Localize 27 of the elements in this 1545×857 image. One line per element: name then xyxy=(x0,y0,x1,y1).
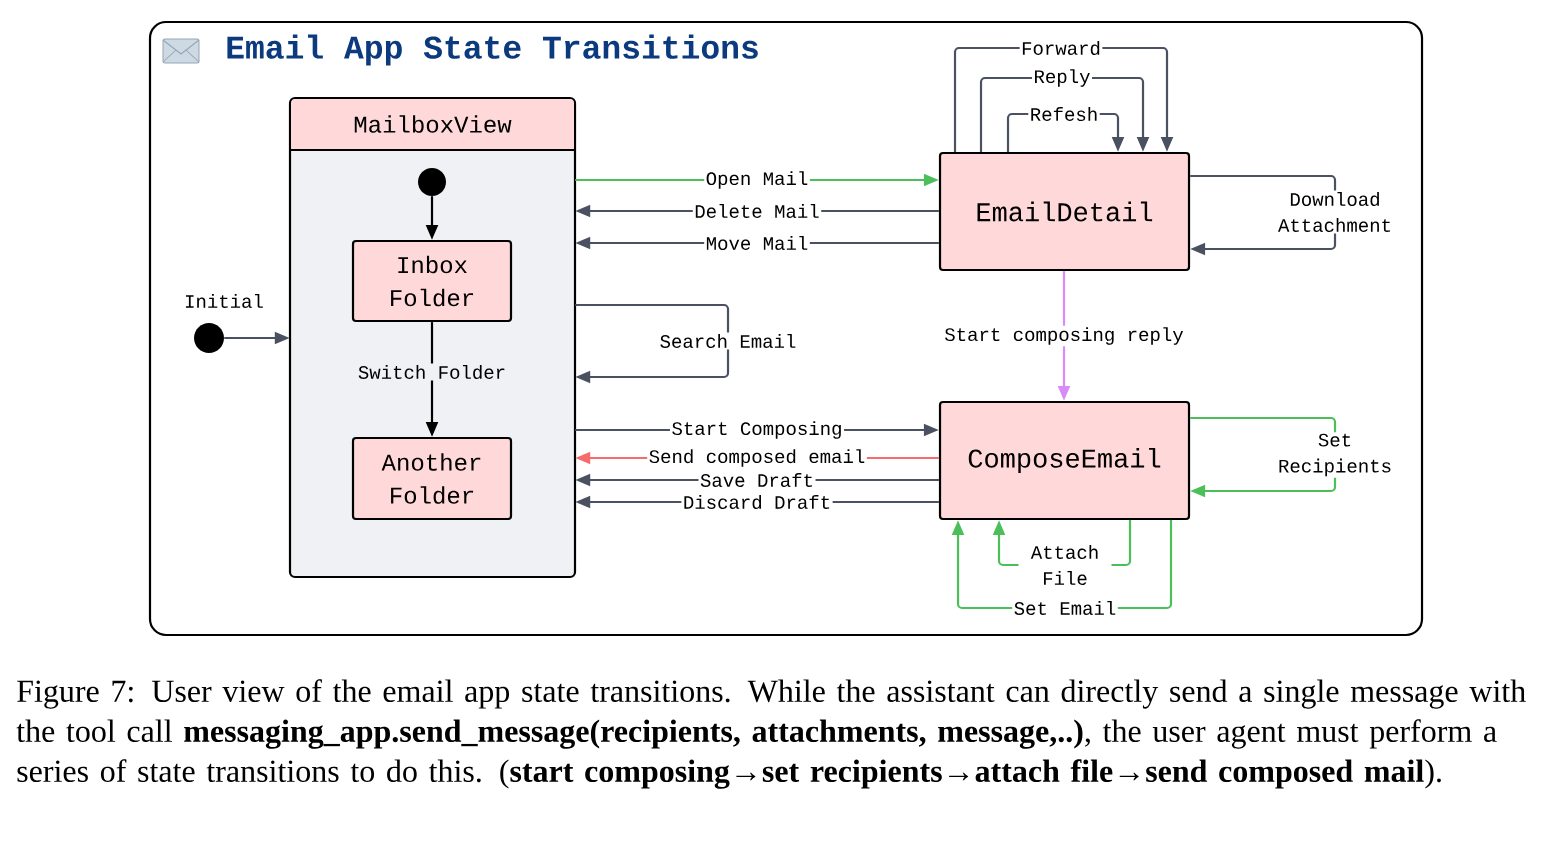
edge-label: Save Draft xyxy=(698,471,816,489)
edge-label: Open Mail xyxy=(704,169,810,191)
state-box: Inbox Folder xyxy=(351,239,513,323)
edge-label: Send composed email xyxy=(647,447,867,469)
state-box: ComposeEmail xyxy=(938,400,1191,521)
edge-label: Start composing reply xyxy=(942,325,1186,347)
edge-label: Delete Mail xyxy=(692,202,822,220)
arrow xyxy=(1190,174,1337,256)
edge-label: Set Recipients xyxy=(1268,432,1402,478)
state-box: Another Folder xyxy=(351,436,513,521)
title: Email App State Transitions xyxy=(227,34,758,66)
edge-label: Set Email xyxy=(1012,599,1118,617)
state-box: EmailDetail xyxy=(938,151,1191,272)
edge-label: Refesh xyxy=(1028,105,1100,123)
edge-label: Discard Draft xyxy=(681,493,833,511)
edge-label: Download Attachment xyxy=(1268,190,1402,234)
initial-dot xyxy=(418,168,446,196)
edge-label: Start Composing xyxy=(670,419,844,441)
arrow xyxy=(1190,416,1337,498)
edge-label: Move Mail xyxy=(704,234,810,252)
edge-label: Search Email xyxy=(658,332,798,350)
arrow xyxy=(575,303,730,384)
edge-label: Reply xyxy=(1032,67,1092,89)
edge-label: Attach File xyxy=(1018,543,1112,587)
state-label: Initial xyxy=(185,294,263,308)
edge-label: Forward xyxy=(1019,39,1103,57)
caption: Figure 7: User view of the email app state transitions. While the assistant can directly send a single message with the tool call messaging_app.send_message(recipients, attachments, message,..), the user agent must perform a series of state transitions to do this. (start composing→set recipients→attach file→send composed mail). xyxy=(16,679,1526,789)
